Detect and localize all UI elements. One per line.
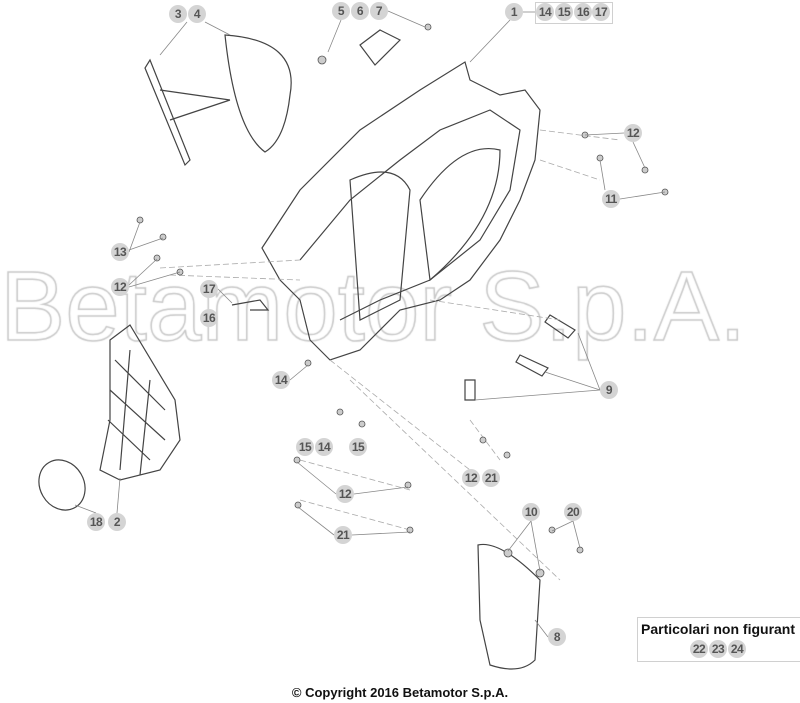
callout-2[interactable]: 2 bbox=[108, 513, 126, 531]
callout-16[interactable]: 16 bbox=[574, 3, 592, 21]
callout-23[interactable]: 23 bbox=[709, 640, 727, 658]
callout-16[interactable]: 16 bbox=[200, 309, 218, 327]
callout-9[interactable]: 9 bbox=[600, 381, 618, 399]
clamp bbox=[38, 459, 86, 511]
callout-12[interactable]: 12 bbox=[336, 485, 354, 503]
callout-15[interactable]: 15 bbox=[555, 3, 573, 21]
callout-14[interactable]: 14 bbox=[315, 438, 333, 456]
callout-24[interactable]: 24 bbox=[728, 640, 746, 658]
not-shown-title: Particolari non figurant bbox=[641, 621, 796, 637]
callout-12[interactable]: 12 bbox=[462, 469, 480, 487]
callout-5[interactable]: 5 bbox=[332, 2, 350, 20]
callout-15[interactable]: 15 bbox=[296, 438, 314, 456]
callout-22[interactable]: 22 bbox=[690, 640, 708, 658]
callout-12[interactable]: 12 bbox=[111, 278, 129, 296]
callout-11[interactable]: 11 bbox=[602, 190, 620, 208]
callout-12[interactable]: 12 bbox=[624, 124, 642, 142]
headlight-mask bbox=[224, 34, 292, 153]
callout-20[interactable]: 20 bbox=[564, 503, 582, 521]
not-shown-parts-box bbox=[637, 617, 800, 662]
callout-6[interactable]: 6 bbox=[351, 2, 369, 20]
copyright: © Copyright 2016 Betamotor S.p.A. bbox=[291, 685, 509, 700]
callout-10[interactable]: 10 bbox=[522, 503, 540, 521]
callout-21[interactable]: 21 bbox=[482, 469, 500, 487]
callout-8[interactable]: 8 bbox=[548, 628, 566, 646]
callout-21[interactable]: 21 bbox=[334, 526, 352, 544]
group-box-1 bbox=[535, 2, 613, 24]
callout-3[interactable]: 3 bbox=[169, 5, 187, 23]
callout-17[interactable]: 17 bbox=[592, 3, 610, 21]
callout-14[interactable]: 14 bbox=[272, 371, 290, 389]
callout-13[interactable]: 13 bbox=[111, 243, 129, 261]
tank-body bbox=[261, 61, 541, 361]
callout-1[interactable]: 1 bbox=[505, 3, 523, 21]
callout-15[interactable]: 15 bbox=[349, 438, 367, 456]
callout-18[interactable]: 18 bbox=[87, 513, 105, 531]
callout-17[interactable]: 17 bbox=[200, 280, 218, 298]
callout-7[interactable]: 7 bbox=[370, 2, 388, 20]
rear-guard bbox=[477, 543, 541, 670]
callout-4[interactable]: 4 bbox=[188, 5, 206, 23]
air-intake bbox=[99, 324, 181, 481]
callout-14[interactable]: 14 bbox=[536, 3, 554, 21]
